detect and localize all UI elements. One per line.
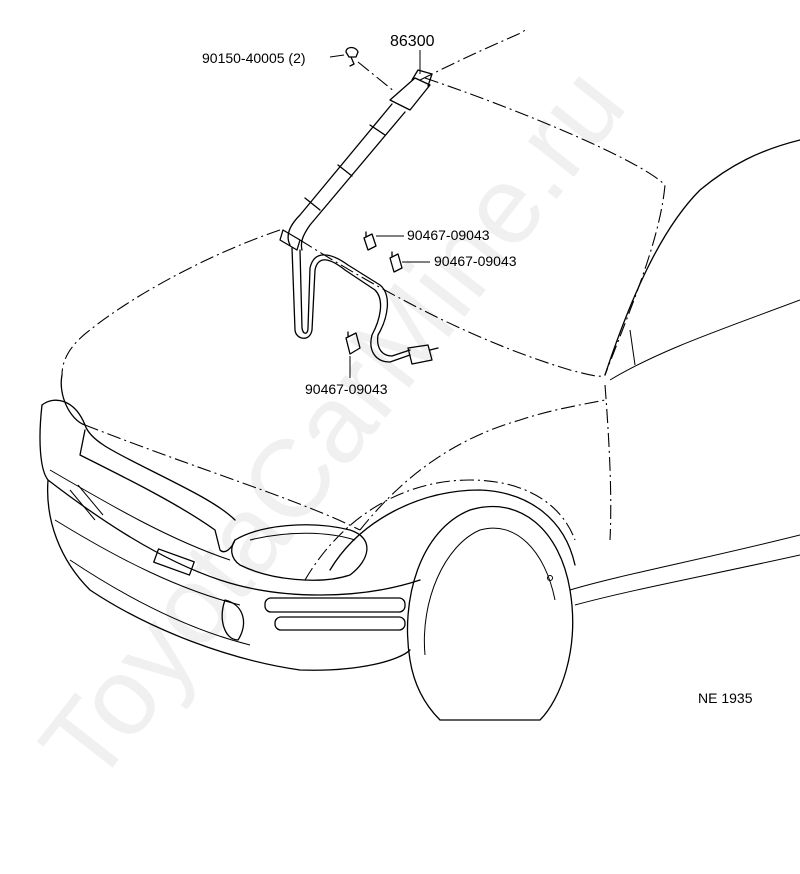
- cable-lead: [370, 334, 411, 363]
- bumper-slot-1: [153, 548, 195, 576]
- hood-center-fold: [84, 424, 361, 531]
- antenna-assembly: [279, 69, 439, 365]
- bumper-crease-3: [69, 559, 251, 646]
- label-clamp-3: 90467-09043: [305, 381, 388, 397]
- fender-line: [604, 384, 612, 541]
- tire: [406, 505, 574, 721]
- rod-joint-3: [304, 197, 321, 211]
- leader-screw-dash: [357, 61, 396, 93]
- clamp-icon-2: [389, 251, 403, 273]
- bumper-left-end: [41, 399, 86, 426]
- headlamp: [231, 524, 368, 581]
- cable-connector: [407, 344, 433, 365]
- hood-side-fold: [359, 399, 606, 531]
- figure-code: NE 1935: [698, 690, 753, 706]
- headlamp-inner: [249, 532, 356, 541]
- antenna-rod-a: [287, 103, 393, 246]
- grille-box: [79, 429, 236, 553]
- grille-upper: [84, 424, 236, 521]
- wheel-arch: [329, 489, 576, 571]
- bumper-vent: [69, 484, 104, 521]
- a-pillar: [604, 139, 800, 376]
- wheel-arch-inner: [304, 479, 576, 581]
- rod-base: [279, 229, 301, 251]
- tire-inner: [423, 527, 556, 656]
- clamp-icon-3: [345, 331, 361, 355]
- rocker-line: [569, 534, 800, 591]
- rod-joint-1: [369, 124, 386, 136]
- bumper-crease-2: [54, 519, 241, 606]
- label-clamp-1: 90467-09043: [407, 227, 490, 243]
- car-body: [39, 29, 800, 721]
- hub: [547, 575, 553, 581]
- antenna-head: [389, 77, 431, 111]
- label-clamp-2: 90467-09043: [434, 253, 517, 269]
- cable-lead-b: [376, 334, 411, 357]
- bumper-bottom: [46, 479, 411, 671]
- bumper-crease-1: [49, 469, 231, 561]
- cable-loop-outer: [291, 247, 382, 339]
- antenna-head-cap: [411, 69, 433, 87]
- label-screw: 90150-40005 (2): [202, 50, 306, 66]
- windshield-top-edge: [419, 29, 526, 81]
- rocker-lower: [574, 554, 800, 606]
- connector-tip: [429, 347, 439, 351]
- windshield-edge: [424, 77, 666, 376]
- screw-icon: [345, 46, 359, 67]
- clamp-icon-1: [363, 231, 377, 251]
- rod-joint-2: [337, 164, 353, 177]
- label-antenna: 86300: [390, 33, 435, 50]
- hood-front-edge: [60, 374, 86, 426]
- door-window-edge: [609, 299, 800, 381]
- cable-loop-inner: [299, 249, 388, 336]
- bumper-slot-3: [274, 616, 406, 631]
- leader-screw: [329, 54, 345, 58]
- fog-lamp: [221, 599, 245, 641]
- watermark: ToyotaCarMine.ru: [17, 45, 648, 805]
- bumper-top: [39, 404, 421, 596]
- antenna-rod-b: [300, 111, 406, 251]
- hood-top-edge: [61, 229, 281, 376]
- door-line: [629, 329, 636, 366]
- cowl-line: [299, 239, 606, 377]
- bumper-slot-2: [264, 597, 406, 613]
